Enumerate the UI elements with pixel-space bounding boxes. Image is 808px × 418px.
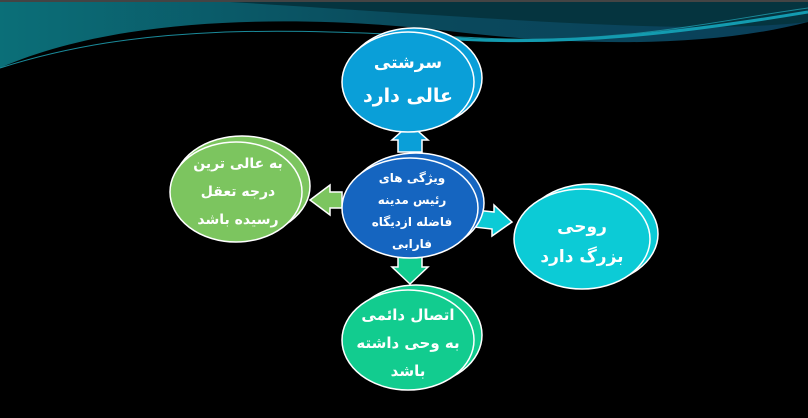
node-bottom: اتصال دائمی به وحی داشته باشد	[341, 284, 483, 391]
node-top: سرشتی عالی دارد	[341, 27, 483, 133]
node-bottom-line-2: به وحی داشته	[356, 334, 459, 352]
node-right-line-2: بزرگ دارد	[540, 247, 623, 267]
arrow-left	[308, 183, 343, 217]
node-top-line-2: عالی دارد	[363, 85, 453, 107]
node-center-line-3: فاضله ازدیگاه	[372, 215, 453, 229]
node-left-line-2: درجه تعقل	[201, 184, 275, 200]
node-center-line-4: فارابی	[392, 237, 432, 251]
node-right: روحی بزرگ دارد	[513, 183, 659, 290]
node-bottom-line-3: باشد	[391, 362, 426, 380]
node-left: به عالی ترین درجه تعقل رسیده باشد	[169, 135, 311, 243]
node-center-line-2: رئیس مدینه	[378, 193, 447, 207]
node-center: ویژگی های رئیس مدینه فاضله ازدیگاه فاراب…	[341, 152, 485, 259]
header-wave	[0, 0, 808, 69]
node-left-line-3: رسیده باشد	[197, 212, 278, 228]
node-left-line-1: به عالی ترین	[193, 156, 283, 172]
arrow-down	[390, 254, 430, 286]
node-top-line-1: سرشتی	[374, 53, 442, 73]
node-right-line-1: روحی	[557, 217, 607, 237]
node-center-line-1: ویژگی های	[379, 171, 446, 186]
node-bottom-line-1: اتصال دائمی	[361, 306, 454, 324]
